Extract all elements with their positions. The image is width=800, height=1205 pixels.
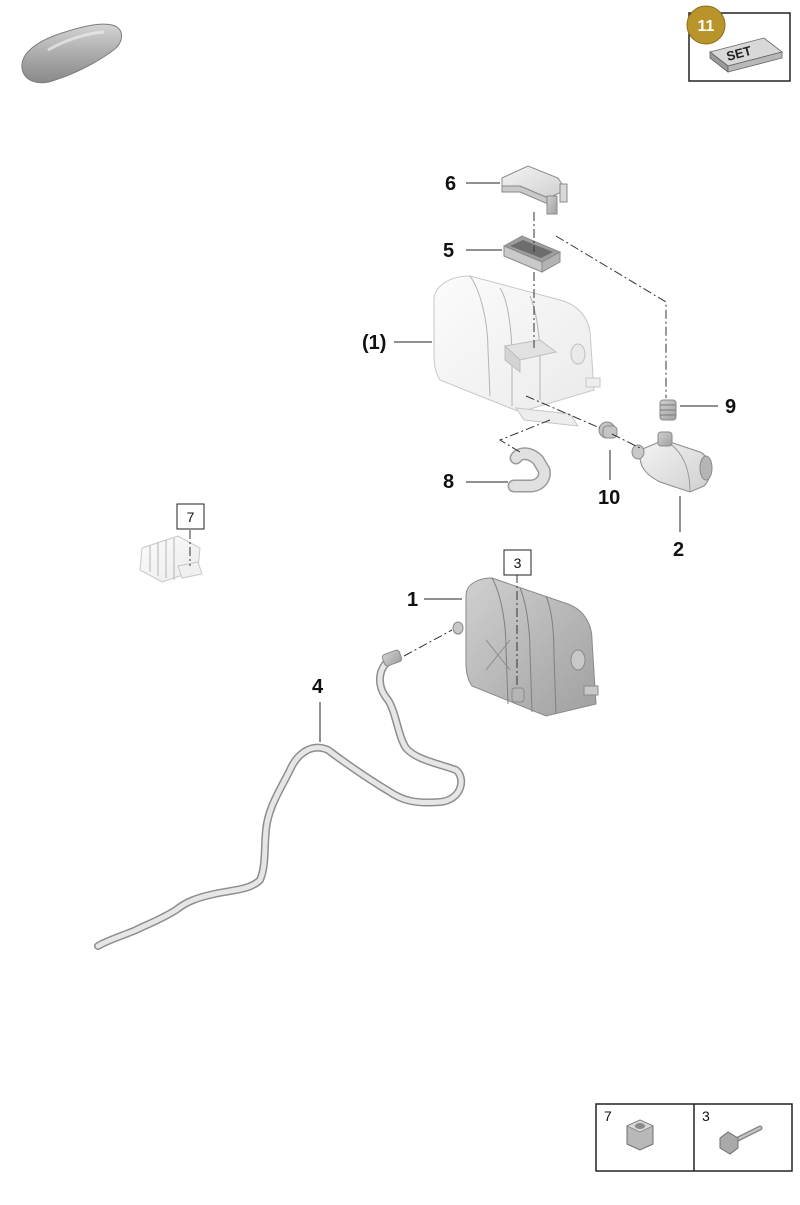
hex-nut-icon <box>626 1119 654 1151</box>
legend-cell-3[interactable]: 3 <box>702 1108 763 1155</box>
callout-2: 2 <box>673 539 684 561</box>
callout-5: 5 <box>443 240 454 262</box>
part-2-valve[interactable] <box>631 431 713 493</box>
legend-number-3: 3 <box>702 1108 710 1124</box>
legend-cell-7[interactable]: 7 <box>604 1108 654 1151</box>
legend-number-7: 7 <box>604 1108 612 1124</box>
part-5-pad[interactable] <box>502 235 562 273</box>
car-silhouette-icon <box>21 23 122 84</box>
set-number-badge <box>686 5 726 45</box>
assembly-lines-upper <box>498 212 667 453</box>
assembly-lines-lower <box>189 530 518 688</box>
set-number: 11 <box>698 18 715 35</box>
callout-9: 9 <box>725 396 736 418</box>
part-1-canister[interactable] <box>452 577 599 717</box>
callout-6: 6 <box>445 173 456 195</box>
boxed-ref-3[interactable]: 3 <box>503 549 532 576</box>
boxed-ref-7[interactable]: 7 <box>176 503 205 530</box>
part-9-fitting[interactable] <box>659 399 677 421</box>
boxed-ref-3-label: 3 <box>514 555 522 571</box>
bolt-icon <box>719 1125 763 1155</box>
part-6-bracket[interactable] <box>501 165 568 215</box>
leader-lines <box>319 182 718 742</box>
part-7-clip-ghost[interactable] <box>139 535 203 583</box>
set-box-icon: SET <box>709 37 783 73</box>
set-badge[interactable]: SET 11 <box>686 5 791 82</box>
part-1-assembly-ghost[interactable] <box>433 275 601 427</box>
callout-10: 10 <box>598 487 620 509</box>
callout-labels: 6 5 (1) 9 8 10 2 1 4 <box>312 173 736 698</box>
boxed-ref-7-label: 7 <box>187 509 195 525</box>
callout-4: 4 <box>312 676 324 698</box>
callout-assembly-1: (1) <box>362 332 386 354</box>
part-8-elbow-hose[interactable] <box>507 447 551 493</box>
callout-1: 1 <box>407 589 418 611</box>
legend-table: 7 3 <box>595 1103 793 1172</box>
set-box-label: SET <box>725 43 753 64</box>
part-4-hose[interactable] <box>94 649 466 950</box>
callout-8: 8 <box>443 471 454 493</box>
